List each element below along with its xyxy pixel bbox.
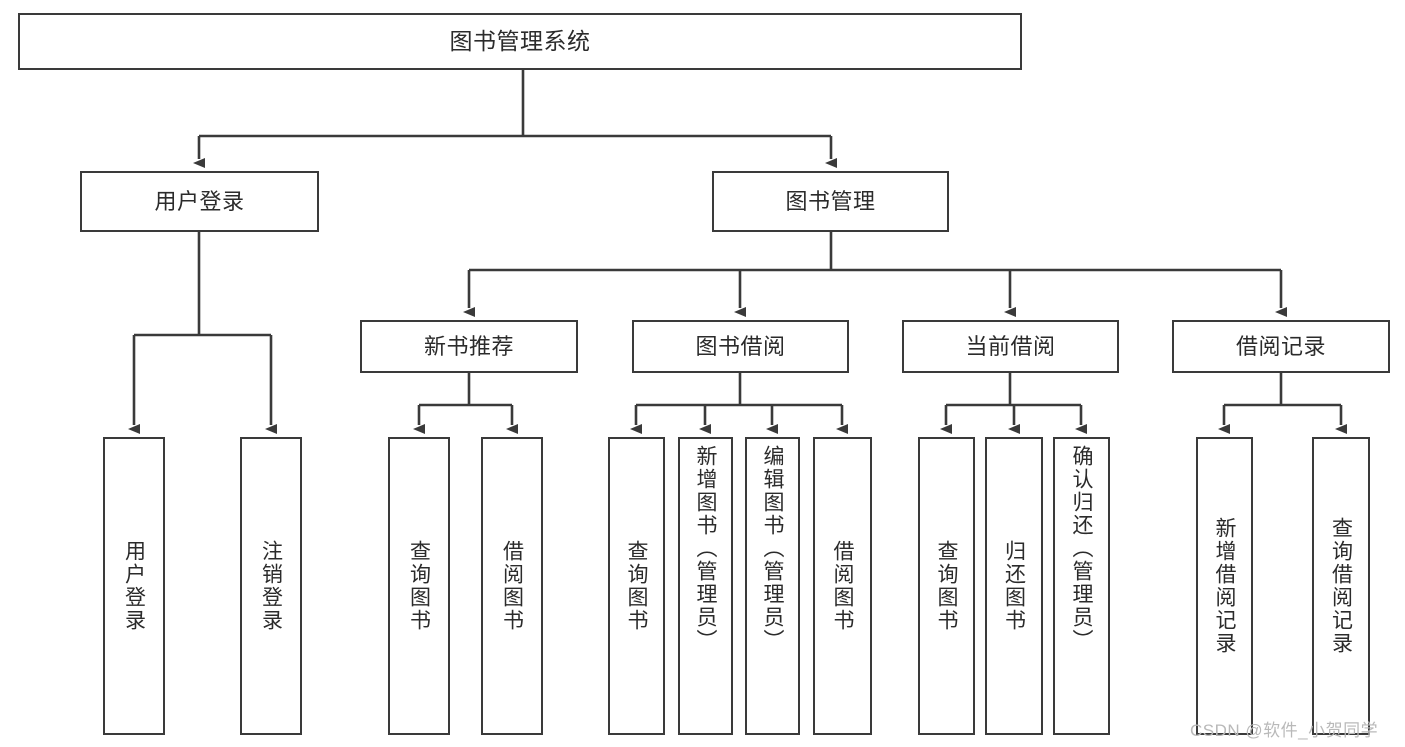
leaf-add-borrow-record-label: 新增借阅记录	[1213, 517, 1236, 655]
leaf-user-login[interactable]: 用户登录	[103, 437, 165, 735]
node-root-label: 图书管理系统	[449, 28, 591, 55]
leaf-return-book[interactable]: 归还图书	[985, 437, 1043, 735]
leaf-borrow-book-recommend[interactable]: 借阅图书	[481, 437, 543, 735]
leaf-edit-book-admin-label: 编辑图书（管理员）	[761, 445, 784, 652]
leaf-borrow-book-label: 借阅图书	[831, 540, 854, 632]
node-book-borrow-label: 图书借阅	[695, 333, 786, 359]
leaf-return-book-label: 归还图书	[1002, 540, 1026, 632]
leaf-add-book-admin[interactable]: 新增图书（管理员）	[678, 437, 733, 735]
leaf-query-borrow-record-label: 查询借阅记录	[1329, 517, 1353, 655]
leaf-query-book-borrow-label: 查询图书	[625, 540, 648, 632]
leaf-confirm-return-admin-label: 确认归还（管理员）	[1070, 445, 1093, 652]
leaf-borrow-book[interactable]: 借阅图书	[813, 437, 872, 735]
leaf-query-book-current-label: 查询图书	[935, 540, 958, 632]
leaf-confirm-return-admin[interactable]: 确认归还（管理员）	[1053, 437, 1110, 735]
node-new-book-recommend[interactable]: 新书推荐	[360, 320, 578, 373]
leaf-query-book-current[interactable]: 查询图书	[918, 437, 975, 735]
node-user-login-label: 用户登录	[154, 188, 245, 214]
node-new-book-recommend-label: 新书推荐	[423, 333, 514, 359]
leaf-edit-book-admin[interactable]: 编辑图书（管理员）	[745, 437, 800, 735]
leaf-query-book-recommend[interactable]: 查询图书	[388, 437, 450, 735]
leaf-add-borrow-record[interactable]: 新增借阅记录	[1196, 437, 1253, 735]
node-book-management-label: 图书管理	[785, 188, 876, 214]
leaf-query-borrow-record[interactable]: 查询借阅记录	[1312, 437, 1370, 735]
leaf-query-book-recommend-label: 查询图书	[407, 540, 431, 632]
node-current-borrow[interactable]: 当前借阅	[902, 320, 1119, 373]
leaf-logout-login-label: 注销登录	[259, 540, 283, 632]
leaf-user-login-label: 用户登录	[122, 540, 146, 632]
leaf-logout-login[interactable]: 注销登录	[240, 437, 302, 735]
node-book-borrow[interactable]: 图书借阅	[632, 320, 849, 373]
node-user-login[interactable]: 用户登录	[80, 171, 319, 232]
node-borrow-record[interactable]: 借阅记录	[1172, 320, 1390, 373]
watermark-text: CSDN @软件_小贺同学	[1190, 721, 1379, 740]
node-borrow-record-label: 借阅记录	[1235, 333, 1326, 359]
leaf-add-book-admin-label: 新增图书（管理员）	[694, 445, 717, 652]
node-book-management[interactable]: 图书管理	[712, 171, 949, 232]
node-current-borrow-label: 当前借阅	[965, 333, 1056, 359]
node-root[interactable]: 图书管理系统	[18, 13, 1022, 70]
leaf-borrow-book-recommend-label: 借阅图书	[500, 540, 524, 632]
leaf-query-book-borrow[interactable]: 查询图书	[608, 437, 665, 735]
